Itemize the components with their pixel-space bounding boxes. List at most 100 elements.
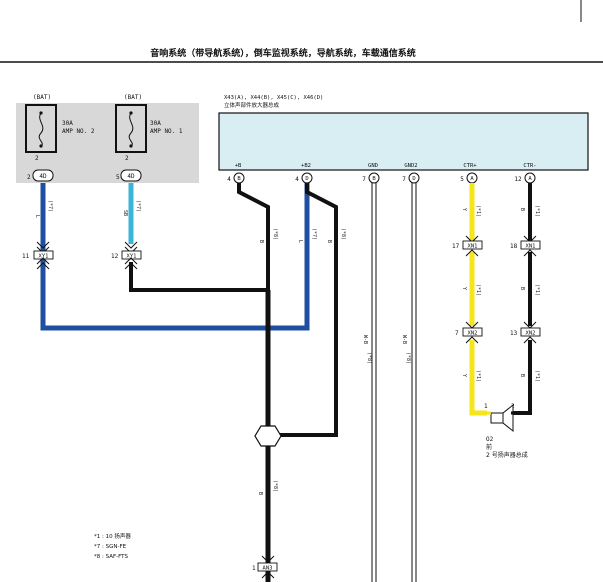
stereo-amplifier-assembly: X43(A), X44(B), X45(C), X46(D) 立体声部件放大器总… xyxy=(218,95,589,171)
connector-pin: 13 xyxy=(510,330,518,337)
wire-yellow-ctr-plus xyxy=(469,183,487,416)
connector-name: XN1 xyxy=(468,244,478,250)
wire-label-sb: SB xyxy=(122,210,128,216)
wire-label-b: B xyxy=(257,492,263,495)
terminal-pin: 12 xyxy=(514,176,522,183)
terminal-pin: 7 xyxy=(362,176,366,183)
terminal-conn: D xyxy=(412,176,415,182)
speaker-pin1: 1 xyxy=(484,403,488,410)
wire-label-b: B xyxy=(258,240,264,243)
wire-label-wb: W-B xyxy=(362,335,368,344)
wire-label-note: (*1) xyxy=(534,205,540,217)
wire-label-note: (*7) xyxy=(135,200,141,212)
wire-label-y: Y xyxy=(461,208,467,211)
fuse-name: AMP NO. 1 xyxy=(150,128,183,135)
wire-label-note: (*7) xyxy=(47,200,53,212)
terminal-pin: 5 xyxy=(460,176,464,183)
terminal-pin: 4 xyxy=(295,176,299,183)
wire-label-b: B xyxy=(326,240,332,243)
amp-terminal-ctr-minus: CTR- 12 A xyxy=(514,163,537,184)
amp-terminal-gnd2: GND2 7 D xyxy=(402,163,420,184)
wire-label-wb: W-B xyxy=(401,335,407,344)
connector-xn1-17: 17 XN1 xyxy=(452,235,483,257)
terminal-label: GND xyxy=(368,163,378,169)
speaker-name: 2 号扬声器总成 xyxy=(486,451,528,459)
front-speaker-no2: 1 2 O2 前 2 号扬声器总成 xyxy=(484,403,528,459)
connector-name: XY1 xyxy=(39,254,49,260)
wire-label-b: B xyxy=(519,287,525,290)
wire-label-note: (*8) xyxy=(272,228,278,240)
terminal-pin: 7 xyxy=(402,176,406,183)
connector-xn1-18: 18 XN1 xyxy=(510,235,541,257)
wire-label-y: Y xyxy=(461,287,467,290)
connector-name: XY1 xyxy=(127,254,137,260)
connector-xn2-7: 7 XN2 xyxy=(455,321,483,344)
terminal-label: +B2 xyxy=(301,163,311,169)
wire-black-b2 xyxy=(268,183,338,437)
fuse-pin-left: 5 xyxy=(116,174,120,181)
amp-terminal-gnd: GND 7 B xyxy=(362,163,380,184)
fuse-rating: 30A xyxy=(62,120,73,127)
wire-ground-gnd2 xyxy=(411,183,417,582)
splice-point xyxy=(254,425,282,447)
terminal-conn: D xyxy=(305,176,308,182)
wire-label-b: B xyxy=(519,208,525,211)
note-8: *8 : SAF-FTS xyxy=(94,554,129,560)
terminal-conn: A xyxy=(528,176,532,182)
terminal-label: CTR- xyxy=(523,163,536,169)
wire-label-note: (*1) xyxy=(475,370,481,382)
fuse-pin: 2 xyxy=(35,155,39,162)
terminal-conn: B xyxy=(237,176,241,182)
fuse-pin: 2 xyxy=(125,155,129,162)
amplifier-name: 立体声部件放大器总成 xyxy=(224,101,280,109)
diagram-title: 音响系统（带导航系统），倒车监视系统，导航系统，车载通信系统 xyxy=(150,47,416,59)
wire-label-note: (*7) xyxy=(311,228,317,240)
connector-xy1-12: 12 XY1 xyxy=(111,241,142,270)
speaker-position: 前 xyxy=(486,443,492,451)
connector-an3-1: 1 AN3 xyxy=(252,555,278,579)
terminal-conn: A xyxy=(470,176,474,182)
wire-black-b-plus xyxy=(129,183,270,292)
wire-label-b: B xyxy=(519,374,525,377)
connector-pin: 11 xyxy=(22,253,30,260)
terminal-conn: B xyxy=(372,176,376,182)
fuse-amp-no2: (BAT) 30A AMP NO. 2 2 2 4D xyxy=(25,94,95,182)
speaker-icon xyxy=(490,412,504,424)
fuse-source: (BAT) xyxy=(33,94,51,101)
terminal-label: CTR+ xyxy=(463,163,477,169)
connector-pin: 12 xyxy=(111,253,119,260)
connector-pin: 1 xyxy=(252,565,256,572)
wire-label-note: (*1) xyxy=(475,205,481,217)
wire-label-l: L xyxy=(34,215,40,218)
fuse-source: (BAT) xyxy=(124,94,142,101)
fuse-name: AMP NO. 2 xyxy=(62,128,95,135)
wire-label-note: (*1) xyxy=(534,370,540,382)
connector-name: XN1 xyxy=(526,244,536,250)
connector-pin: 7 xyxy=(455,330,459,337)
note-1: *1 : 10 扬声器 xyxy=(94,532,131,540)
wire-label-note: (*8) xyxy=(340,228,346,240)
note-7: *7 : SGN-FE xyxy=(94,544,127,550)
amp-terminal-ctr-plus: CTR+ 5 A xyxy=(460,163,478,184)
footnotes: *1 : 10 扬声器 *7 : SGN-FE *8 : SAF-FTS xyxy=(94,532,131,560)
terminal-label: GND2 xyxy=(404,163,417,169)
fuse-pin-left: 2 xyxy=(27,174,31,181)
wire-label-note: (*8) xyxy=(405,352,411,364)
wire-label-note: (*1) xyxy=(534,284,540,296)
connector-4D xyxy=(120,169,142,182)
terminal-pin: 4 xyxy=(227,176,231,183)
wire-label-l: L xyxy=(297,240,303,243)
wire-black-ctr-minus xyxy=(511,183,532,415)
wire-ground-gnd xyxy=(371,183,377,582)
connector-name: XN2 xyxy=(468,331,478,337)
speaker-code: O2 xyxy=(486,436,494,443)
terminal-label: +B xyxy=(235,163,242,169)
amp-terminal-plus-b: +B 4 B xyxy=(227,163,245,184)
connector-name: AN3 xyxy=(263,566,273,572)
wire-label-note: (*8) xyxy=(366,352,372,364)
amplifier-connectors: X43(A), X44(B), X45(C), X46(D) xyxy=(224,95,323,101)
fuse-rating: 30A xyxy=(150,120,161,127)
connector-4D xyxy=(32,169,54,182)
wire-label-note: (*1) xyxy=(475,284,481,296)
